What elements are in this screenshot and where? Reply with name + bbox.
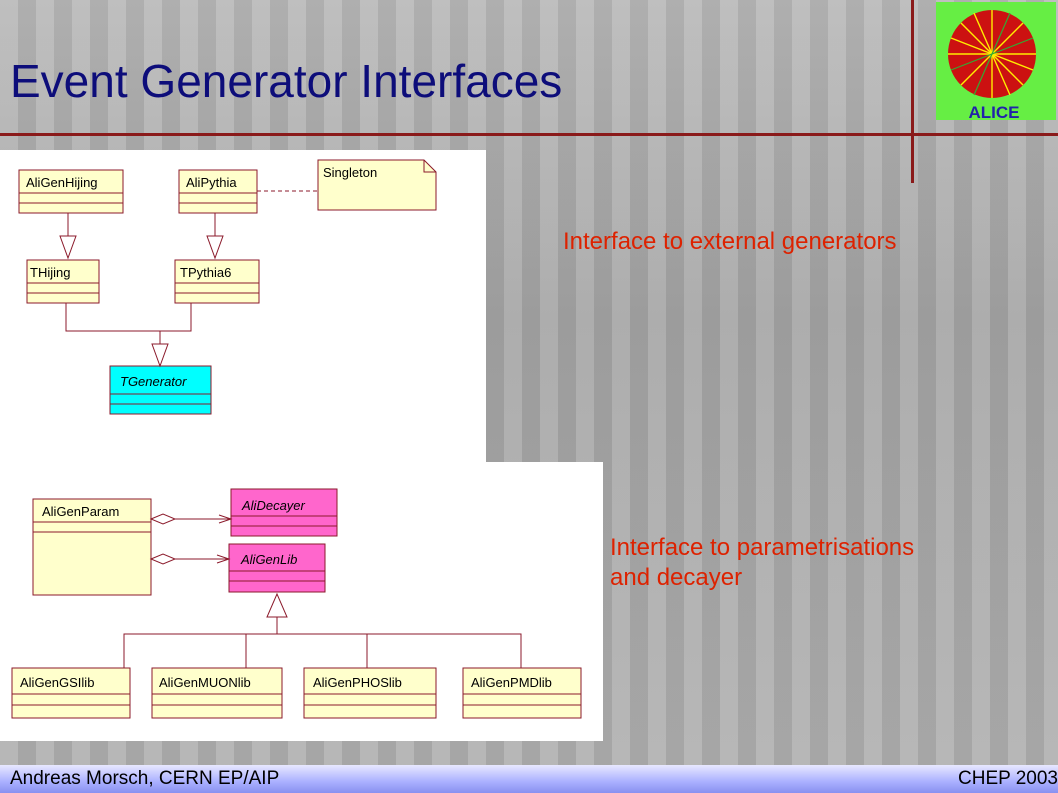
- class-aligenparam: [32, 498, 152, 596]
- label-aligengsilib: AliGenGSIlib: [20, 675, 94, 690]
- inheritance-arrow: [266, 592, 288, 618]
- class-aligenphoslib: [303, 667, 437, 719]
- label-aligenlib: AliGenLib: [240, 552, 297, 567]
- diagram-parametrisation-interfaces: AliGenParam AliDecayer AliGenLib AliGenG…: [0, 462, 603, 741]
- class-aligenpmdlib: [462, 667, 582, 719]
- label-aligenpmdlib: AliGenPMDlib: [471, 675, 552, 690]
- label-aligenparam: AliGenParam: [42, 504, 119, 519]
- diagram-generator-interfaces: AliGenHijing AliPythia THijing TPythia6 …: [0, 150, 486, 462]
- label-aligenhijing: AliGenHijing: [26, 175, 98, 190]
- label-aligenmuonlib: AliGenMUONlib: [159, 675, 251, 690]
- logo-text: ALICE: [969, 103, 1020, 120]
- note-parametrisations-line1: Interface to parametrisations: [610, 534, 915, 561]
- inheritance-arrow: [151, 343, 169, 368]
- note-parametrisations-line2: and decayer: [610, 564, 743, 591]
- label-alidecayer: AliDecayer: [241, 498, 306, 513]
- label-tgenerator: TGenerator: [120, 374, 187, 389]
- class-tpythia6: [174, 259, 260, 304]
- label-thijing: THijing: [30, 265, 70, 280]
- vertical-divider: [911, 0, 914, 183]
- label-tpythia6: TPythia6: [180, 265, 231, 280]
- inheritance-arrow: [59, 235, 77, 260]
- inheritance-arrow: [206, 235, 224, 260]
- class-tgenerator: [109, 365, 212, 415]
- class-alipythia: [178, 169, 258, 214]
- note-singleton: [317, 159, 437, 211]
- aggregation-diamond: [149, 513, 177, 525]
- aggregation-diamond: [149, 553, 177, 565]
- title-divider: [0, 133, 1058, 136]
- class-aligenmuonlib: [151, 667, 283, 719]
- slide-title: Event Generator Interfaces: [10, 55, 563, 107]
- alice-logo: ALICE: [936, 2, 1056, 120]
- class-alidecayer: [230, 488, 338, 537]
- class-aligenlib: [228, 543, 326, 593]
- class-thijing: [26, 259, 100, 304]
- class-aligengsilib: [11, 667, 131, 719]
- class-aligenhijing: [18, 169, 124, 214]
- footer-bar: Andreas Morsch, CERN EP/AIP CHEP 2003: [0, 765, 1058, 793]
- label-aligenphoslib: AliGenPHOSlib: [313, 675, 402, 690]
- note-parametrisations: Interface to parametrisations and decaye…: [610, 533, 1030, 593]
- note-external-generators: Interface to external generators: [563, 228, 897, 255]
- footer-conference: CHEP 2003: [958, 768, 1058, 789]
- label-singleton: Singleton: [323, 165, 377, 180]
- label-alipythia: AliPythia: [186, 175, 237, 190]
- footer-author: Andreas Morsch, CERN EP/AIP: [10, 768, 280, 789]
